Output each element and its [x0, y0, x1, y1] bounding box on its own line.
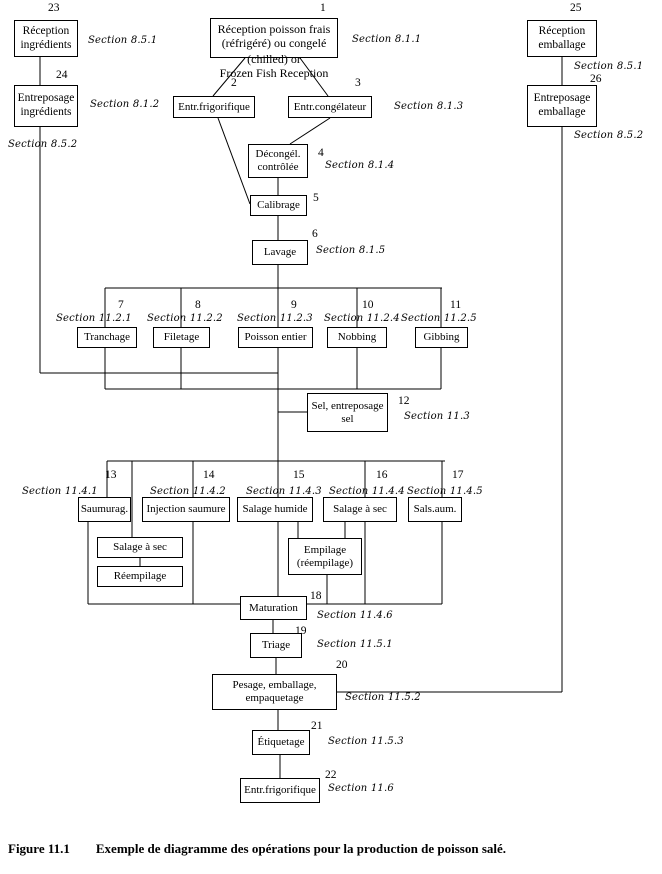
- section-label: Section 11.4.4: [329, 486, 405, 497]
- node-sals-aum: Sals.aum.: [408, 497, 462, 522]
- section-label: Section 8.1.3: [394, 101, 464, 112]
- step-number: 19: [295, 625, 307, 637]
- node-pesage-emballage: Pesage, emballage, empaquetage: [212, 674, 337, 710]
- node-reempilage-sub: Réempilage: [97, 566, 183, 587]
- node-reception-ingredients: Réception ingrédients: [14, 20, 78, 57]
- step-number: 20: [336, 659, 348, 671]
- section-label: Section 8.1.2: [90, 99, 160, 110]
- section-label: Section 11.4.1: [22, 486, 98, 497]
- section-label: Section 11.4.2: [150, 486, 226, 497]
- section-label: Section 11.4.5: [407, 486, 483, 497]
- node-sel-entreposage: Sel, entreposage sel: [307, 393, 388, 432]
- node-calibrage: Calibrage: [250, 195, 307, 216]
- section-label: Section 11.5.2: [345, 692, 421, 703]
- section-label: Section 8.5.1: [574, 61, 644, 72]
- section-label: Section 11.4.3: [246, 486, 322, 497]
- section-label: Section 8.5.2: [574, 130, 644, 141]
- step-number: 1: [320, 2, 326, 14]
- node-salage-a-sec-sub: Salage à sec: [97, 537, 183, 558]
- node-gibbing: Gibbing: [415, 327, 468, 348]
- section-label: Section 11.2.5: [401, 313, 477, 324]
- step-number: 25: [570, 2, 582, 14]
- node-triage: Triage: [250, 633, 302, 658]
- step-number: 12: [398, 395, 410, 407]
- section-label: Section 11.2.4: [324, 313, 400, 324]
- step-number: 6: [312, 228, 318, 240]
- node-tranchage: Tranchage: [77, 327, 137, 348]
- section-label: Section 11.2.1: [56, 313, 132, 324]
- section-label: Section 8.5.1: [88, 35, 158, 46]
- step-number: 23: [48, 2, 60, 14]
- step-number: 4: [318, 147, 324, 159]
- section-label: Section 11.6: [328, 783, 394, 794]
- section-label: Section 8.1.5: [316, 245, 386, 256]
- step-number: 3: [355, 77, 361, 89]
- step-number: 26: [590, 73, 602, 85]
- step-number: 17: [452, 469, 464, 481]
- node-etiquetage: Étiquetage: [252, 730, 310, 755]
- section-label: Section 8.1.1: [352, 34, 422, 45]
- step-number: 9: [291, 299, 297, 311]
- node-saumurage: Saumurag.: [78, 497, 131, 522]
- step-number: 5: [313, 192, 319, 204]
- step-number: 8: [195, 299, 201, 311]
- node-empilage-sub: Empilage (réempilage): [288, 538, 362, 575]
- node-reception-poisson: Réception poisson frais (réfrigéré) ou c…: [210, 18, 338, 58]
- step-number: 21: [311, 720, 323, 732]
- node-entreposage-emballage: Entreposage emballage: [527, 85, 597, 127]
- node-entreposage-ingredients: Entreposage ingrédients: [14, 85, 78, 127]
- section-label: Section 11.2.2: [147, 313, 223, 324]
- step-number: 7: [118, 299, 124, 311]
- step-number: 22: [325, 769, 337, 781]
- step-number: 11: [450, 299, 462, 311]
- node-decongel-controlee: Décongél. contrôlée: [248, 144, 308, 178]
- node-reception-emballage: Réception emballage: [527, 20, 597, 57]
- section-label: Section 11.5.3: [328, 736, 404, 747]
- step-number: 14: [203, 469, 215, 481]
- section-label: Section 11.3: [404, 411, 470, 422]
- node-salage-humide: Salage humide: [237, 497, 313, 522]
- section-label: Section 11.5.1: [317, 639, 393, 650]
- step-number: 13: [105, 469, 117, 481]
- step-number: 15: [293, 469, 305, 481]
- node-entr-congelateur: Entr.congélateur: [288, 96, 372, 118]
- step-number: 10: [362, 299, 374, 311]
- node-nobbing: Nobbing: [327, 327, 387, 348]
- node-injection-saumure: Injection saumure: [142, 497, 230, 522]
- node-entr-frigorifique-final: Entr.frigorifique: [240, 778, 320, 803]
- node-lavage: Lavage: [252, 240, 308, 265]
- step-number: 18: [310, 590, 322, 602]
- section-label: Section 8.5.2: [8, 139, 78, 150]
- figure-label: Figure 11.1: [8, 841, 70, 856]
- node-entr-frigorifique: Entr.frigorifique: [173, 96, 255, 118]
- node-reception-poisson-overflow: (chilled) or Frozen Fish Reception: [219, 52, 329, 80]
- figure-caption-text: Exemple de diagramme des opérations pour…: [95, 841, 507, 856]
- node-filetage: Filetage: [153, 327, 210, 348]
- step-number: 2: [231, 77, 237, 89]
- step-number: 16: [376, 469, 388, 481]
- step-number: 24: [56, 69, 68, 81]
- node-maturation: Maturation: [240, 596, 307, 620]
- section-label: Section 11.2.3: [237, 313, 313, 324]
- node-salage-a-sec: Salage à sec: [323, 497, 397, 522]
- figure-caption: Figure 11.1 Exemple de diagramme des opér…: [8, 841, 506, 857]
- section-label: Section 8.1.4: [325, 160, 395, 171]
- section-label: Section 11.4.6: [317, 610, 393, 621]
- node-poisson-entier: Poisson entier: [238, 327, 313, 348]
